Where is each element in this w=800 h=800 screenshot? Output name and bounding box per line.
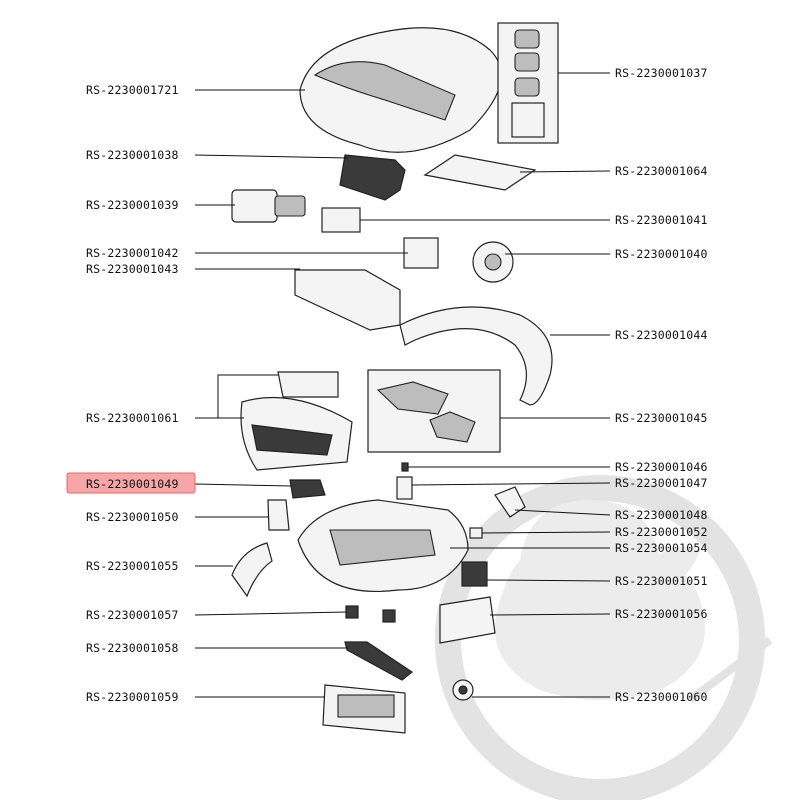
part-label-1061[interactable]: RS-2230001061: [86, 411, 179, 425]
part-40[interactable]: [472, 241, 514, 283]
labels-right: RS-2230001037 RS-2230001064 RS-223000104…: [615, 66, 708, 704]
part-label-1046[interactable]: RS-2230001046: [615, 460, 708, 474]
part-38[interactable]: [339, 154, 406, 201]
part-cover[interactable]: [299, 27, 502, 153]
part-label-1055[interactable]: RS-2230001055: [86, 559, 179, 573]
part-label-1044[interactable]: RS-2230001044: [615, 328, 708, 342]
part-label-1049[interactable]: RS-2230001049: [86, 477, 179, 491]
part-58[interactable]: [344, 641, 414, 681]
part-46[interactable]: [401, 462, 409, 472]
part-label-1039[interactable]: RS-2230001039: [86, 198, 179, 212]
part-label-1047[interactable]: RS-2230001047: [615, 476, 708, 490]
part-39[interactable]: [231, 189, 306, 223]
part-49[interactable]: [289, 479, 326, 499]
part-57b[interactable]: [382, 609, 396, 623]
part-57[interactable]: [345, 605, 359, 619]
part-44[interactable]: [399, 306, 553, 406]
part-label-1059[interactable]: RS-2230001059: [86, 690, 179, 704]
part-label-1051[interactable]: RS-2230001051: [615, 574, 708, 588]
part-label-1064[interactable]: RS-2230001064: [615, 164, 708, 178]
part-64[interactable]: [423, 154, 537, 191]
part-47[interactable]: [396, 476, 413, 500]
part-label-cards[interactable]: [497, 22, 559, 144]
labels-left: RS-2230001721 RS-2230001038 RS-223000103…: [86, 83, 179, 704]
part-51[interactable]: [461, 561, 488, 587]
part-label-1042[interactable]: RS-2230001042: [86, 246, 179, 260]
part-label-1052[interactable]: RS-2230001052: [615, 525, 708, 539]
part-48[interactable]: [494, 486, 526, 518]
part-56[interactable]: [439, 596, 496, 644]
part-label-1048[interactable]: RS-2230001048: [615, 508, 708, 522]
part-label-1054[interactable]: RS-2230001054: [615, 541, 708, 555]
part-label-1057[interactable]: RS-2230001057: [86, 608, 179, 622]
part-label-1060[interactable]: RS-2230001060: [615, 690, 708, 704]
part-52[interactable]: [469, 527, 483, 539]
part-50[interactable]: [267, 499, 290, 531]
part-41[interactable]: [321, 207, 361, 233]
part-label-1043[interactable]: RS-2230001043: [86, 262, 179, 276]
part-label-1041[interactable]: RS-2230001041: [615, 213, 708, 227]
part-chassis[interactable]: [297, 499, 469, 592]
watermark-logo: [435, 475, 773, 800]
part-45[interactable]: [367, 369, 501, 453]
part-label-1056[interactable]: RS-2230001056: [615, 607, 708, 621]
leader-lines-right: [360, 72, 611, 698]
part-43[interactable]: [294, 269, 401, 331]
part-label-1058[interactable]: RS-2230001058: [86, 641, 179, 655]
part-59[interactable]: [322, 684, 406, 734]
part-60[interactable]: [452, 679, 474, 701]
leader-lines-left: [194, 89, 408, 698]
part-label-1038[interactable]: RS-2230001038: [86, 148, 179, 162]
part-61[interactable]: [240, 371, 353, 471]
part-label-1037[interactable]: RS-2230001037: [615, 66, 708, 80]
part-label-1040[interactable]: RS-2230001040: [615, 247, 708, 261]
highlight-box: [66, 472, 196, 494]
part-label-1050[interactable]: RS-2230001050: [86, 510, 179, 524]
part-label-1045[interactable]: RS-2230001045: [615, 411, 708, 425]
part-55[interactable]: [231, 542, 273, 598]
part-42[interactable]: [403, 237, 439, 269]
part-label-1721[interactable]: RS-2230001721: [86, 83, 179, 97]
